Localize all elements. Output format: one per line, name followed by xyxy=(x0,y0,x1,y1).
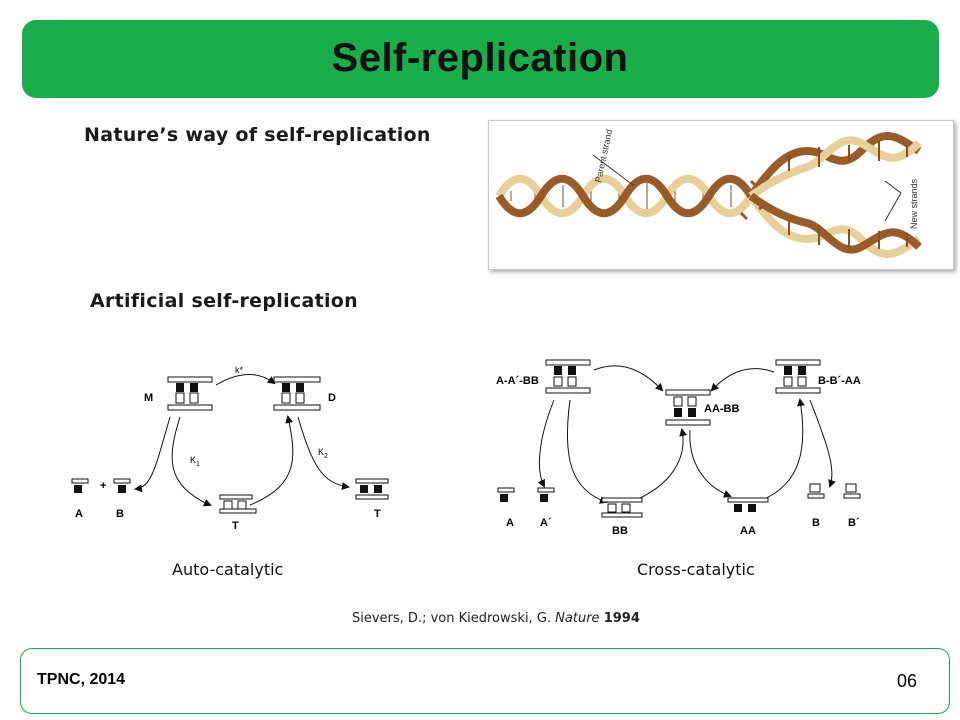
page-number: 06 xyxy=(896,671,917,691)
title-banner xyxy=(22,20,939,98)
footer-conference: TPNC, 2014 xyxy=(37,671,126,688)
auto-catalytic-diagram: k* M D K1 K2 A + B T T xyxy=(71,365,389,532)
cross-catalytic-caption: Cross-catalytic xyxy=(637,560,755,579)
slide-title: Self-replication xyxy=(331,36,629,80)
template-t-bottom xyxy=(219,494,257,514)
artificial-heading: Artificial self-replication xyxy=(90,290,358,312)
label-t-bottom: T xyxy=(232,520,239,532)
reactants-b-b-prime xyxy=(807,483,861,499)
label-a: A xyxy=(506,517,514,529)
cross-catalytic-diagram: A-A´-BB B-B´-AA AA-BB A A´ BB AA xyxy=(496,359,861,537)
label-t-right: T xyxy=(374,508,381,520)
new-strands-label: New strands xyxy=(909,178,919,229)
arrow-m-to-d xyxy=(215,374,276,386)
citation: Sievers, D.; von Kiedrowski, G. Nature 1… xyxy=(352,611,640,626)
citation-journal: Nature xyxy=(555,611,600,626)
template-aa xyxy=(727,497,769,512)
nature-heading: Nature’s way of self-replication xyxy=(84,124,431,146)
k1-label: K1 xyxy=(190,455,200,468)
label-d: D xyxy=(328,392,336,404)
template-m xyxy=(167,376,213,411)
label-m: M xyxy=(144,392,153,404)
label-b: B xyxy=(812,517,820,529)
label-aa-bb-center: AA-BB xyxy=(704,403,739,415)
label-a-prime: A´ xyxy=(540,517,552,529)
template-bb xyxy=(601,497,643,518)
dna-illustration: Parent strand New strands xyxy=(495,128,922,258)
auto-catalytic-caption: Auto-catalytic xyxy=(172,560,284,579)
template-bb-aa-right xyxy=(775,359,821,394)
template-t-right xyxy=(355,478,389,500)
citation-year: 1994 xyxy=(603,611,640,626)
parent-strand-label: Parent strand xyxy=(593,128,614,183)
template-aa-bb-center xyxy=(665,389,711,426)
template-d xyxy=(273,376,321,411)
label-bb: BB xyxy=(612,525,628,537)
label-aa-bb-left: A-A´-BB xyxy=(496,375,539,387)
footer-bar: TPNC, 2014 06 xyxy=(20,648,950,714)
label-a: A xyxy=(75,508,83,520)
label-b: B xyxy=(116,508,124,520)
reactants-a-b xyxy=(71,478,131,493)
label-plus: + xyxy=(100,480,106,492)
citation-authors: Sievers, D.; von Kiedrowski, G. xyxy=(352,611,556,626)
k2-label: K2 xyxy=(318,447,328,460)
k-star-label: k* xyxy=(235,365,244,375)
reactants-a-a-prime xyxy=(497,487,555,502)
label-bb-aa-right: B-B´-AA xyxy=(818,375,861,387)
dna-replication-image: Parent strand New strands xyxy=(488,120,954,270)
template-aa-bb-left xyxy=(545,359,591,394)
label-aa: AA xyxy=(740,525,756,537)
label-b-prime: B´ xyxy=(848,517,860,529)
